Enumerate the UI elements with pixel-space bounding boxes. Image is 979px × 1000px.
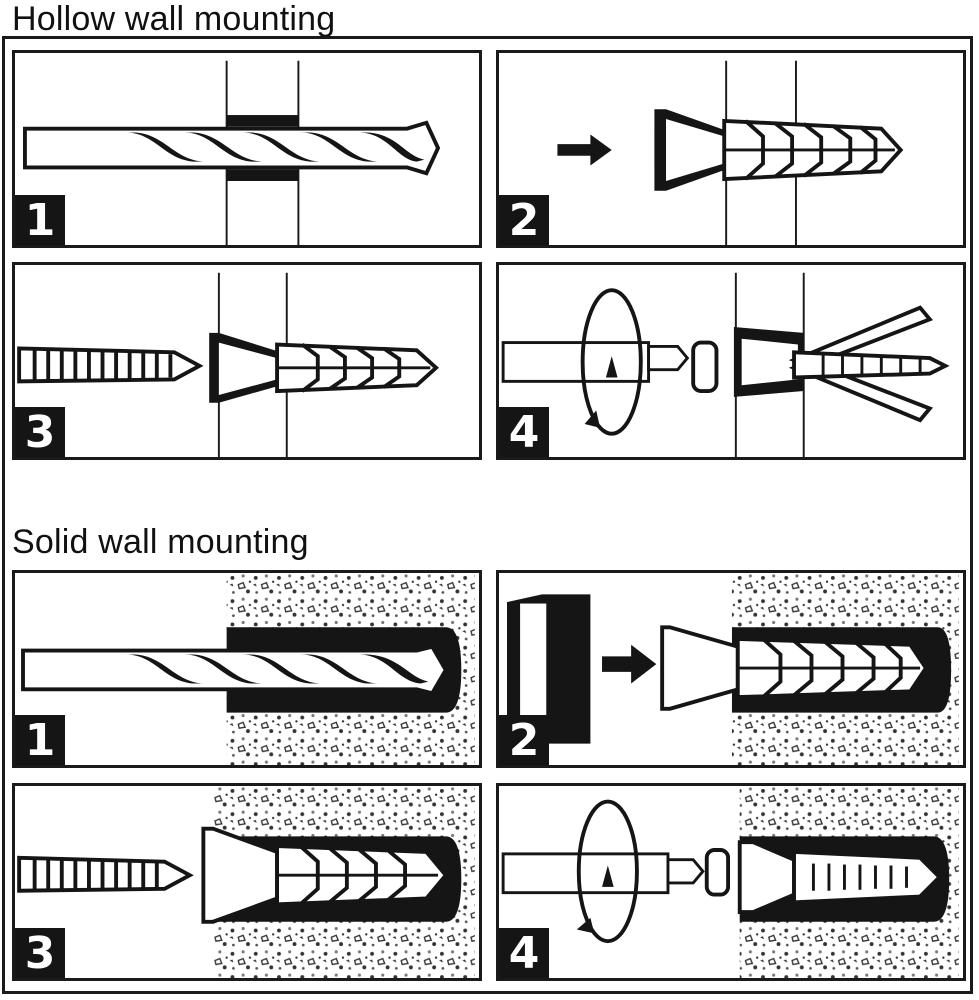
step-number-badge: 4 [499,407,549,457]
hollow-step-1-panel: 1 [12,50,482,248]
solid-wall-title: Solid wall mounting [12,523,309,561]
instructions-frame [2,36,973,994]
solid-step-1-panel: 1 [12,570,482,768]
solid-step-3-panel: 3 [12,783,482,981]
step-number-badge: 3 [15,407,65,457]
step-number-badge: 4 [499,928,549,978]
hollow-wall-title: Hollow wall mounting [12,0,336,38]
drill-bit-icon [23,60,441,245]
step-number-badge: 1 [15,715,65,765]
hammer-plug-icon [507,573,959,765]
hollow-step-4-panel: 4 [496,262,966,460]
solid-step-4-panel: 4 [496,783,966,981]
step-number-badge: 1 [15,195,65,245]
hollow-step-3-panel: 3 [12,262,482,460]
step-number-badge: 2 [499,195,549,245]
drill-bit-icon [21,573,475,765]
step-number-badge: 3 [15,928,65,978]
screw-tighten-icon [501,786,959,978]
hollow-step-2-panel: 2 [496,50,966,248]
screw-tighten-expand-icon [501,272,950,457]
screw-approach-icon [17,786,475,978]
screw-approach-icon [17,272,439,457]
wall-plug-insert-icon [557,60,904,245]
solid-step-2-panel: 2 [496,570,966,768]
step-number-badge: 2 [499,715,549,765]
